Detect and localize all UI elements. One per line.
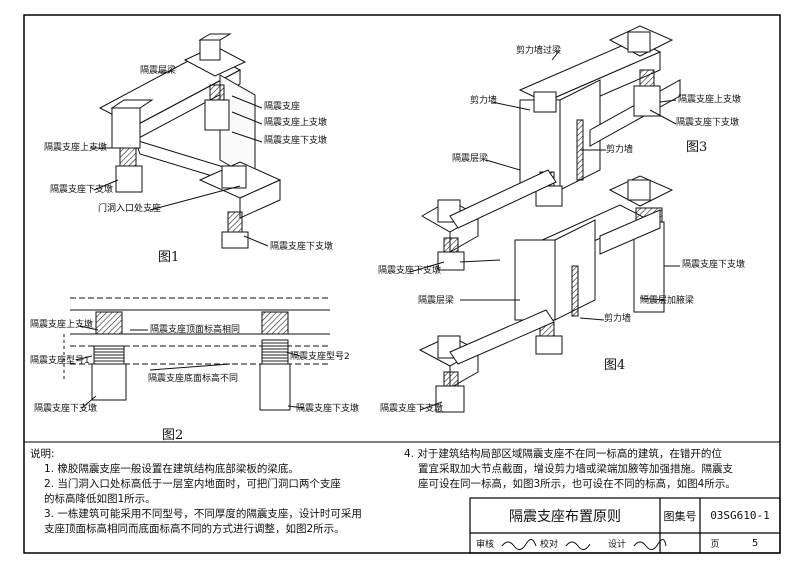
note-2b: 的标高降低如图1所示。	[44, 493, 156, 505]
note-1: 1. 橡胶隔震支座一般设置在建筑结构底部梁板的梁底。	[44, 463, 299, 475]
fig1-caption: 图1	[158, 250, 180, 265]
lower-pier	[633, 85, 661, 117]
fig1-upper-pier-label: 隔震支座上支墩	[264, 118, 328, 128]
review-label: 审核	[475, 539, 494, 550]
note-2a: 2. 当门洞入口处标高低于一层室内地面时，可把门洞口两个支座	[44, 478, 341, 490]
fig2-upper-pier-label: 隔震支座上支墩	[30, 320, 94, 330]
fig2-top-same-label: 隔震支座顶面标高相同	[150, 325, 241, 335]
lower-pier	[535, 185, 563, 207]
haunch-beam	[599, 209, 661, 255]
lower-pier	[535, 335, 563, 355]
fig1-upper-pier-left-label: 隔震支座上支墩	[44, 143, 108, 153]
fig2-caption: 图2	[162, 428, 184, 443]
figure-3	[409, 25, 681, 273]
atlas-number: 03SG610-1	[710, 509, 770, 522]
figure-4	[418, 175, 680, 413]
design-label: 设计	[607, 539, 626, 550]
note-4a: 4. 对于建筑结构局部区域隔震支座不在同一标高的建筑，在错开的位	[404, 448, 722, 460]
lower-pier	[115, 165, 143, 193]
fig1-beam-label: 隔震层梁	[140, 66, 177, 76]
signature-check	[565, 541, 591, 550]
atlas-label: 图集号	[663, 509, 697, 523]
figure-1	[90, 33, 282, 249]
fig4-beam-label: 隔震层梁	[418, 296, 455, 306]
fig3-caption: 图3	[686, 140, 708, 155]
fig2-lower-pier-left-label: 隔震支座下支墩	[34, 404, 98, 414]
fig1-door-support-label: 门洞入口处支座	[98, 204, 162, 214]
fig3-upper-pier-label: 隔震支座上支墩	[678, 95, 742, 105]
fig4-haunch-label: 隔震层加腋梁	[640, 296, 695, 306]
support	[93, 345, 125, 365]
support	[443, 371, 459, 387]
notes-right: 4. 对于建筑结构局部区域隔震支座不在同一标高的建筑，在错开的位 置宜采取加大节…	[404, 447, 776, 492]
note-4c: 座可设在同一标高，如图3所示，也可设在不同的标高，如图4所示。	[418, 478, 736, 490]
fig1-lower-pier-bottom-label: 隔震支座下支墩	[270, 242, 334, 252]
lower-pier	[221, 231, 249, 249]
fig3-shear-wall2-label: 剪力墙	[606, 145, 634, 155]
support	[227, 211, 243, 233]
support	[119, 147, 137, 167]
lower-pier	[91, 363, 127, 401]
fig4-lower-pier-left-label: 隔震支座下支墩	[378, 266, 442, 276]
beam	[449, 169, 557, 229]
fig3-shear-wall-beam-label: 剪力墙过梁	[516, 46, 562, 56]
fig1-support-label: 隔震支座	[264, 102, 301, 112]
lower-pier	[204, 99, 230, 131]
lower-pier	[435, 385, 465, 413]
upper-pier	[95, 311, 123, 335]
fig1-lower-pier-label: 隔震支座下支墩	[264, 136, 328, 146]
fig4-caption: 图4	[604, 358, 626, 373]
fig2-model2-label: 隔震支座型号2	[290, 352, 350, 362]
notes-left: 说明: 1. 橡胶隔震支座一般设置在建筑结构底部梁板的梁底。 2. 当门洞入口处…	[30, 447, 390, 537]
shear-wall	[514, 239, 556, 321]
drawing-title: 隔震支座布置原则	[509, 508, 621, 525]
upper-pier	[111, 107, 141, 149]
fig2-bottom-diff-label: 隔震支座底面标高不同	[148, 374, 239, 384]
check-label: 校对	[539, 539, 558, 550]
fig4-lower-pier-bottom-label: 隔震支座下支墩	[380, 404, 444, 414]
fig4-lower-pier-right-label: 隔震支座下支墩	[682, 260, 746, 270]
fig3-lower-pier-label: 隔震支座下支墩	[676, 118, 740, 128]
signature-review	[501, 539, 537, 550]
fig4-shear-wall-label: 剪力墙	[604, 314, 632, 324]
notes-heading: 说明:	[30, 448, 55, 460]
note-3b: 支座顶面标高相同而底面标高不同的方式进行调整，如图2所示。	[44, 523, 345, 535]
page-label: 页	[710, 539, 720, 550]
fig2-model-label: 隔震支座型号1	[30, 356, 90, 366]
beam	[449, 309, 555, 365]
title-block-grid	[469, 497, 781, 554]
figure-2	[63, 297, 330, 411]
support	[261, 339, 289, 365]
sheet-border	[23, 14, 781, 554]
note-3a: 3. 一栋建筑可能采用不同型号，不同厚度的隔震支座，设计时可采用	[44, 508, 362, 520]
fig1-lower-pier-left-label: 隔震支座下支墩	[50, 185, 114, 195]
lower-pier	[259, 363, 291, 411]
lower-pier	[437, 251, 465, 271]
fig3-beam-label: 隔震层梁	[452, 154, 489, 164]
signatures	[501, 539, 667, 550]
support	[443, 237, 459, 253]
upper-pier	[261, 311, 289, 335]
fig2-lower-pier-right-label: 隔震支座下支墩	[296, 404, 360, 414]
signature-design	[633, 539, 667, 550]
note-4b: 置宜采取加大节点截面，增设剪力墙或梁端加腋等加强措施。隔震支	[418, 463, 733, 475]
fig3-shear-wall-label: 剪力墙	[470, 96, 498, 106]
page-number: 5	[751, 537, 759, 549]
